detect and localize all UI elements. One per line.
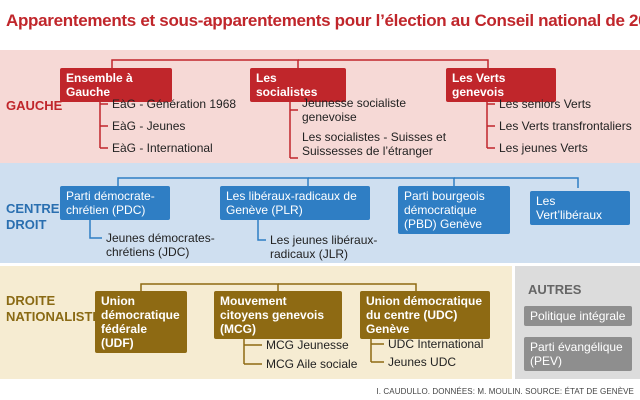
page-title: Apparentements et sous-apparentements po… (6, 11, 640, 30)
sub-party: Jeunes UDC (388, 355, 457, 369)
party-pev: Parti évangélique (PEV) (524, 337, 632, 371)
band-label-line: CENTRE (6, 201, 60, 216)
party-vert-liberaux: Les Vert’libéraux (530, 191, 630, 225)
sub-party: Jeunesse socialiste genevoise (302, 96, 407, 124)
sub-party: UDC International (388, 337, 484, 351)
party-pbd: Parti bourgeois démocratique (PBD) Genèv… (398, 186, 510, 234)
party-politique-integrale: Politique intégrale (524, 306, 632, 326)
sub-party: EàG - Jeunes (112, 119, 186, 133)
sub-party: Les jeunes libéraux-radicaux (JLR) (270, 233, 378, 261)
sub-party: Jeunes démocrates-chrétiens (JDC) (106, 231, 215, 259)
party-plr: Les libéraux-radicaux de Genève (PLR) (220, 186, 370, 220)
sub-party: EàG - Génération 1968 (112, 97, 237, 111)
sub-party: EàG - International (112, 141, 213, 155)
party-udf: Union démocratique fédérale (UDF) (95, 291, 187, 353)
sub-party: Les seniors Verts (499, 97, 592, 111)
sub-party: MCG Jeunesse (266, 338, 349, 352)
band-label-droite-nationaliste: DROITE NATIONALISTE (6, 293, 101, 325)
band-label-line: DROIT (6, 217, 47, 232)
sub-party: Les socialistes - Suisses et Suissesses … (302, 130, 447, 158)
band-label-centre-droit: CENTRE DROIT (6, 201, 59, 233)
source-credit: I. CAUDULLO. DONNÉES: M. MOULIN. SOURCE:… (376, 387, 634, 396)
band-label-line: NATIONALISTE (6, 309, 102, 324)
party-pdc: Parti démocrate-chrétien (PDC) (60, 186, 170, 220)
party-les-socialistes: Les socialistes (250, 68, 346, 102)
party-mcg: Mouvement citoyens genevois (MCG) (214, 291, 342, 339)
party-les-verts-genevois: Les Verts genevois (446, 68, 556, 102)
party-udc: Union démocratique du centre (UDC) Genèv… (360, 291, 490, 339)
band-label-autres: AUTRES (528, 282, 582, 297)
sub-party: Les Verts transfrontaliers (499, 119, 632, 133)
band-label-gauche: GAUCHE (6, 98, 63, 113)
sub-party: MCG Aile sociale (266, 357, 358, 371)
sub-party: Les jeunes Verts (499, 141, 588, 155)
party-ensemble-a-gauche: Ensemble à Gauche (60, 68, 172, 102)
band-label-line: DROITE (6, 293, 56, 308)
